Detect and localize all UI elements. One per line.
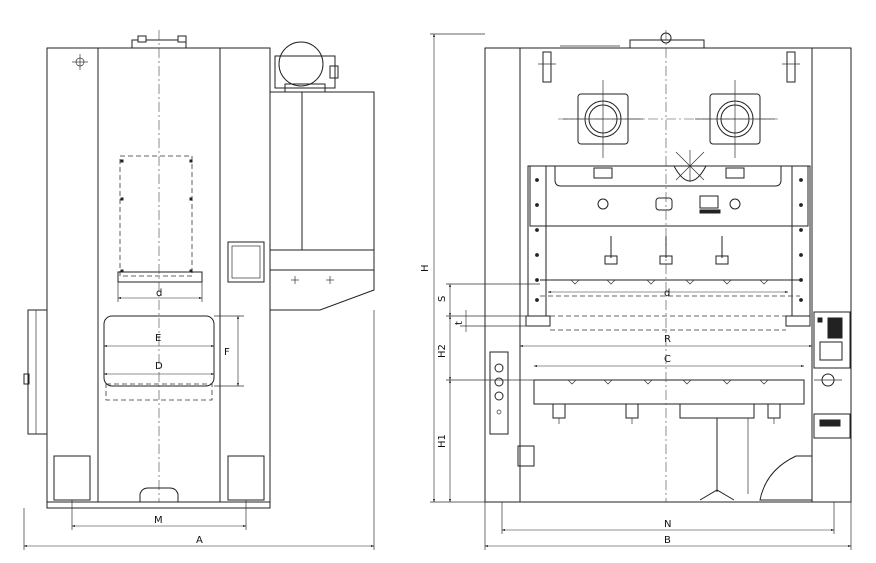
side-housing: [269, 91, 375, 311]
dim-label-d-right: d: [664, 288, 670, 299]
side-box: [227, 241, 265, 283]
slide-body: [529, 165, 809, 227]
slide-gauge-right: [729, 198, 741, 210]
crosshair-icon: [72, 54, 88, 70]
slide-bottom: [117, 271, 203, 283]
dim-label-S: S: [437, 296, 448, 302]
lifting-lugs: [538, 51, 800, 83]
base-notch: [139, 487, 179, 502]
lube-pump: [679, 403, 755, 501]
dim-label-D: D: [155, 361, 163, 372]
slide-dashed: [119, 155, 193, 277]
dim-label-F: F: [224, 347, 230, 358]
foot-box-right: [227, 455, 265, 501]
dim-label-t: t: [454, 321, 465, 325]
slide-plate-left: [525, 315, 551, 327]
side-view: d E D F M A: [23, 30, 375, 550]
front-frame-outline: [484, 47, 852, 503]
dim-label-C: C: [664, 354, 671, 365]
dim-label-E: E: [155, 333, 161, 344]
gib-right: [791, 165, 811, 317]
side-base: [46, 502, 271, 509]
slide-gauge-left: [597, 198, 609, 210]
dim-label-H: H: [420, 264, 431, 272]
front-view: d R C: [420, 30, 852, 550]
side-frame-outline: [46, 47, 271, 503]
dim-label-d-left: d: [156, 288, 162, 299]
motor: [270, 41, 339, 93]
pipe: [759, 455, 812, 501]
gib-left: [527, 165, 547, 317]
dim-label-A: A: [196, 535, 203, 546]
dim-label-N: N: [664, 519, 671, 530]
cushion-cylinders: [552, 403, 781, 424]
dim-label-H1: H1: [437, 434, 448, 448]
control-panel: [813, 311, 851, 439]
left-button-column: [489, 351, 535, 467]
dim-label-B: B: [664, 535, 671, 546]
slide-plate-right: [785, 315, 811, 327]
side-electrical-box: [23, 309, 48, 435]
dim-label-R: R: [664, 334, 671, 345]
bolster-dashed: [105, 383, 213, 401]
bolster: [533, 379, 805, 405]
knockout-bars: [604, 236, 729, 265]
foot-box-left: [53, 455, 91, 501]
dim-label-H2: H2: [437, 344, 448, 358]
dim-label-M: M: [154, 515, 163, 526]
